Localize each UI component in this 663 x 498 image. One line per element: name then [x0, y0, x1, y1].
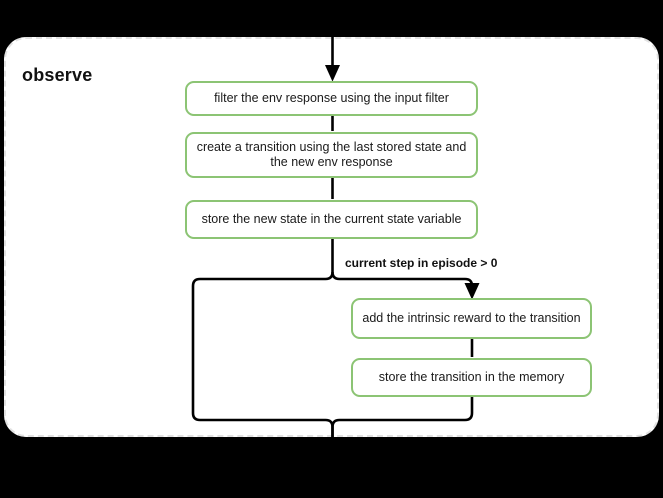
group-title-observe: observe: [22, 65, 93, 85]
process-node-store-new-state[interactable]: store the new state in the current state…: [185, 200, 478, 239]
edge-condition-label: current step in episode > 0: [345, 256, 498, 270]
process-node-store-transition[interactable]: store the transition in the memory: [351, 358, 592, 397]
process-node-create-transition[interactable]: create a transition using the last store…: [185, 132, 478, 178]
process-node-add-intrinsic-reward[interactable]: add the intrinsic reward to the transiti…: [351, 298, 592, 339]
process-node-filter-env-response[interactable]: filter the env response using the input …: [185, 81, 478, 116]
